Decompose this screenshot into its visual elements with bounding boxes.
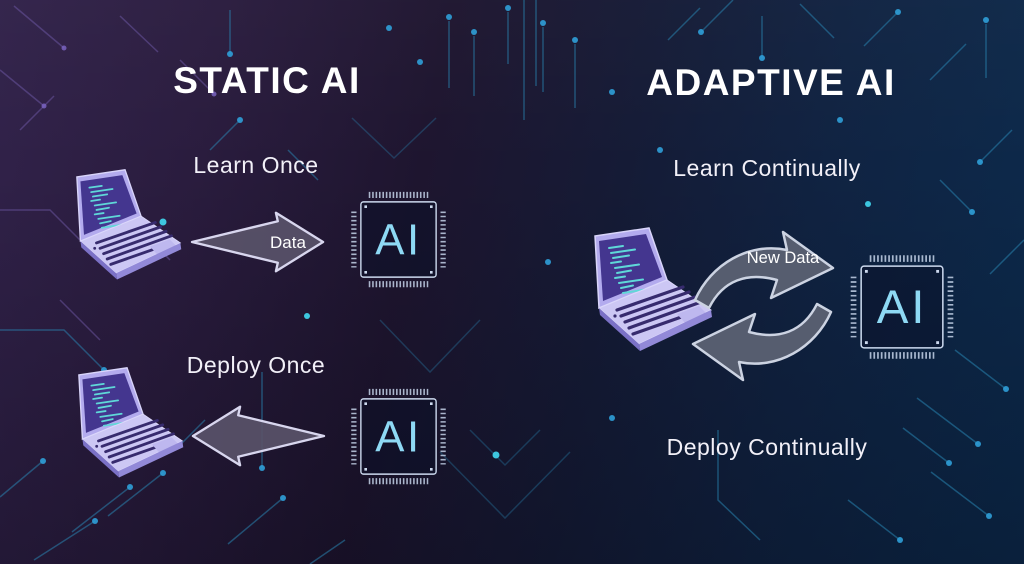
static-ai-title: STATIC AI — [173, 60, 361, 101]
ai-chip-label: AI — [375, 412, 422, 461]
cycle-arrow-top-icon — [693, 230, 835, 310]
deploy-continually-label: Deploy Continually — [666, 434, 868, 460]
ai-chip-icon: AI — [346, 187, 451, 292]
cycle-arrow-bottom-icon — [691, 302, 833, 382]
learn-continually-label: Learn Continually — [673, 155, 861, 181]
deploy-once-label: Deploy Once — [186, 352, 326, 378]
cycle-arrows-icon — [691, 230, 835, 382]
ai-chip-label: AI — [877, 281, 928, 334]
learn-once-label: Learn Once — [193, 152, 319, 178]
data-arrow-label: Data — [270, 233, 306, 252]
adaptive-ai-title: ADAPTIVE AI — [646, 62, 896, 103]
laptop-icon — [77, 366, 185, 479]
deploy-arrow-icon — [191, 405, 326, 467]
ai-chip-icon: AI — [346, 384, 451, 489]
ai-chip-icon: AI — [845, 250, 959, 364]
ai-chip-label: AI — [375, 215, 422, 264]
new-data-arrow-label: New Data — [746, 249, 820, 267]
laptop-icon — [75, 168, 183, 281]
